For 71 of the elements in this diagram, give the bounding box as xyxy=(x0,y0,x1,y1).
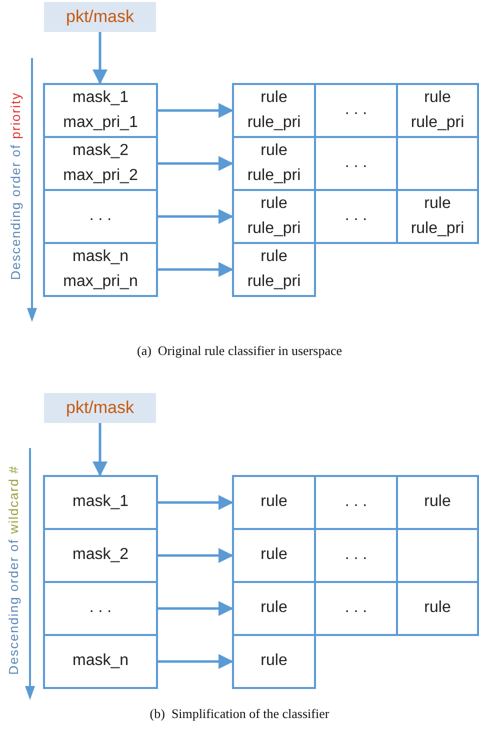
cell-text: . . . xyxy=(344,598,368,618)
cell-text: rule xyxy=(260,140,288,161)
cell-text: rule xyxy=(424,598,451,618)
rule-cell xyxy=(232,475,316,530)
cell-text: rule_pri xyxy=(410,218,464,238)
cell-text: rule xyxy=(260,88,288,108)
cell-text: max_pri_n xyxy=(63,272,138,292)
rule-cell xyxy=(396,83,479,138)
cell-text: max_pri_2 xyxy=(63,166,138,186)
cell-text: rule xyxy=(424,492,451,512)
cell-text: rule xyxy=(260,194,288,214)
cell-text: mask_n xyxy=(72,246,129,267)
cell-text: rule_pri xyxy=(247,166,301,186)
cell-text: rule xyxy=(260,651,288,672)
arrow xyxy=(158,548,234,563)
axis-label: wildcard # xyxy=(6,465,22,534)
cell-text: mask_2 xyxy=(72,545,129,566)
cell-text: max_pri_1 xyxy=(63,112,138,132)
cell-text: . . . xyxy=(344,100,368,120)
mask-cell xyxy=(43,528,158,583)
arrow xyxy=(158,156,234,171)
cell-text: rule_pri xyxy=(410,112,464,132)
rule-cell xyxy=(232,634,316,689)
caption: (a) Original rule classifier in userspace xyxy=(136,343,342,358)
cell-text: rule_pri xyxy=(247,272,301,292)
mask-cell xyxy=(43,83,158,138)
cell-text: rule xyxy=(424,194,451,214)
cell-text: rule xyxy=(260,545,288,566)
mask-cell xyxy=(43,634,158,689)
cell-text: rule_pri xyxy=(247,112,301,132)
arrow xyxy=(158,103,234,118)
input-box xyxy=(44,2,156,32)
cell-text: . . . xyxy=(89,206,112,226)
mask-cell xyxy=(43,136,158,191)
cell-text: rule_pri xyxy=(247,218,301,238)
cell-text: rule xyxy=(260,246,288,267)
cell-text: . . . xyxy=(344,153,368,174)
cell-text: rule xyxy=(260,598,288,618)
arrow xyxy=(158,209,234,224)
mask-cell xyxy=(43,189,158,244)
mask-cell xyxy=(43,475,158,530)
cell-text: . . . xyxy=(344,492,368,512)
cell-text: mask_2 xyxy=(72,140,129,161)
cell-text: mask_1 xyxy=(72,88,129,108)
cell-text: pkt/mask xyxy=(66,6,134,28)
rule-cell xyxy=(396,475,479,530)
arrow xyxy=(158,262,234,277)
cell-text: mask_n xyxy=(72,651,129,672)
mask-cell xyxy=(43,581,158,636)
axis-label: Descending order of xyxy=(8,144,24,280)
cell-text: rule xyxy=(260,492,288,512)
cell-text: rule xyxy=(424,88,451,108)
caption: (b) Simplification of the classifier xyxy=(150,706,330,721)
arrow xyxy=(158,495,234,510)
cell-text: . . . xyxy=(89,598,112,618)
cell-text: mask_1 xyxy=(72,492,129,512)
axis-label: Descending order of xyxy=(6,538,22,675)
cell-text: . . . xyxy=(344,206,368,226)
input-box xyxy=(44,393,156,423)
rule-cell xyxy=(396,581,479,636)
rule-cell xyxy=(396,189,479,244)
cell-text: . . . xyxy=(344,545,368,566)
arrow xyxy=(92,32,108,84)
rule-cell xyxy=(232,242,316,297)
arrow xyxy=(92,423,108,476)
axis-label: priority xyxy=(8,92,24,139)
rule-cell xyxy=(232,83,316,138)
mask-cell xyxy=(43,242,158,297)
arrow xyxy=(158,601,234,616)
arrow xyxy=(158,654,234,669)
cell-text: pkt/mask xyxy=(66,396,134,419)
